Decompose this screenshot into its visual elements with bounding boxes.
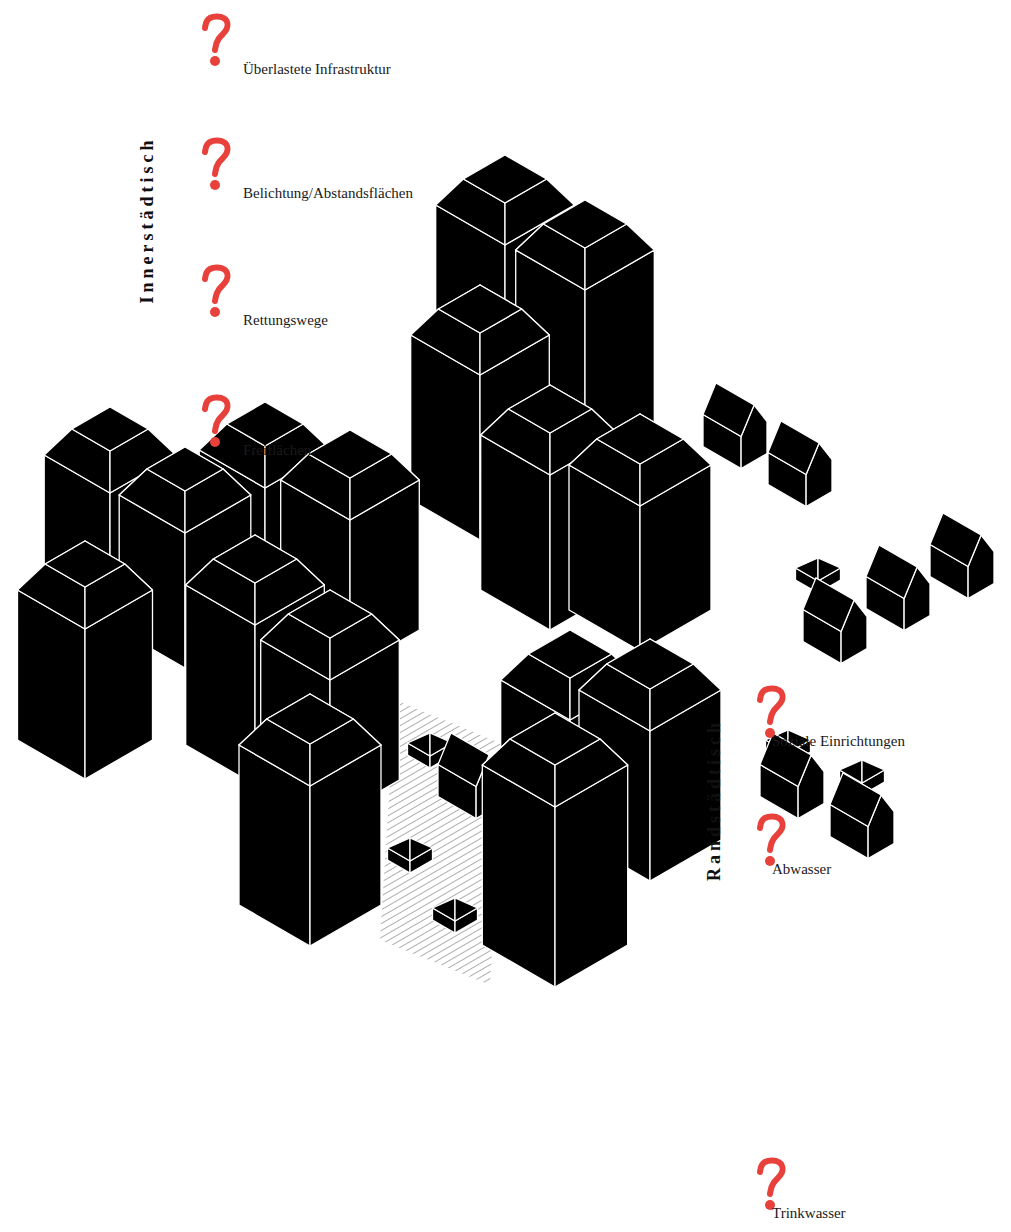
small-house <box>703 383 767 469</box>
roof-top <box>213 535 296 583</box>
small-house <box>866 545 930 631</box>
hut-roof <box>408 733 431 756</box>
question-mark <box>760 817 783 866</box>
roof-slope <box>438 733 489 787</box>
small-hut <box>388 838 433 873</box>
roof-top <box>45 541 125 587</box>
small-hut <box>433 898 478 933</box>
area-label: Randstädtisch <box>704 719 726 881</box>
question-marks <box>205 17 783 1210</box>
roof-slope <box>930 513 981 567</box>
issue-label: Rettungswege <box>243 311 328 329</box>
hut-roof <box>862 760 885 783</box>
question-mark-hook <box>760 1161 783 1194</box>
building-blocks <box>18 155 995 987</box>
roof-top <box>267 694 354 744</box>
hut-roof <box>410 838 433 861</box>
question-mark-hook <box>205 141 228 174</box>
hut-roof <box>433 898 456 921</box>
question-mark <box>205 268 228 317</box>
roof-top <box>288 590 371 638</box>
question-mark-dot <box>210 56 220 66</box>
tall-building <box>18 541 153 779</box>
question-mark <box>760 1161 783 1210</box>
question-mark-hook <box>760 817 783 850</box>
question-mark-dot <box>210 307 220 317</box>
roof-top <box>508 385 591 433</box>
question-mark-dot <box>210 437 220 447</box>
issue-label: Freiflächen <box>243 441 311 459</box>
issue-label: Abwasser <box>772 860 831 878</box>
question-mark <box>760 689 783 738</box>
roof-top <box>227 402 303 446</box>
question-mark-hook <box>760 689 783 722</box>
roof-slope <box>866 545 917 599</box>
issue-label: Belichtung/Abstandsflächen <box>243 184 413 202</box>
question-mark-dot <box>210 180 220 190</box>
question-mark-hook <box>205 398 228 431</box>
roof-top <box>543 200 626 248</box>
small-house <box>768 421 832 507</box>
roof-slope <box>830 773 881 827</box>
roof-top <box>607 639 694 689</box>
roof-top <box>438 285 521 333</box>
hut-roof <box>388 838 411 861</box>
question-mark <box>205 17 228 66</box>
issue-label: Trinkwasser <box>772 1204 846 1222</box>
issue-label: Überlastete Infrastruktur <box>243 60 391 78</box>
small-house <box>930 513 994 599</box>
roof-top <box>147 447 223 491</box>
hut-roof <box>796 558 819 581</box>
hut-roof <box>818 558 841 581</box>
question-mark <box>205 141 228 190</box>
small-house <box>830 773 894 859</box>
tall-building <box>239 694 381 946</box>
issue-label: Soziale Einrichtungen <box>772 732 905 750</box>
roof-top <box>463 155 546 203</box>
question-mark-hook <box>205 17 228 50</box>
roof-top <box>510 713 600 765</box>
tall-building <box>569 414 711 651</box>
roof-top <box>72 407 148 451</box>
roof-slope <box>703 383 754 437</box>
hut-roof <box>455 898 478 921</box>
roof-top <box>308 430 391 478</box>
roof-slope <box>803 578 854 632</box>
roof-top <box>597 414 684 464</box>
area-label: Innerstädtisch <box>137 136 159 303</box>
roof-slope <box>768 421 819 475</box>
question-mark-hook <box>205 268 228 301</box>
small-house <box>803 578 867 664</box>
tall-building <box>482 713 627 987</box>
question-mark <box>205 398 228 447</box>
